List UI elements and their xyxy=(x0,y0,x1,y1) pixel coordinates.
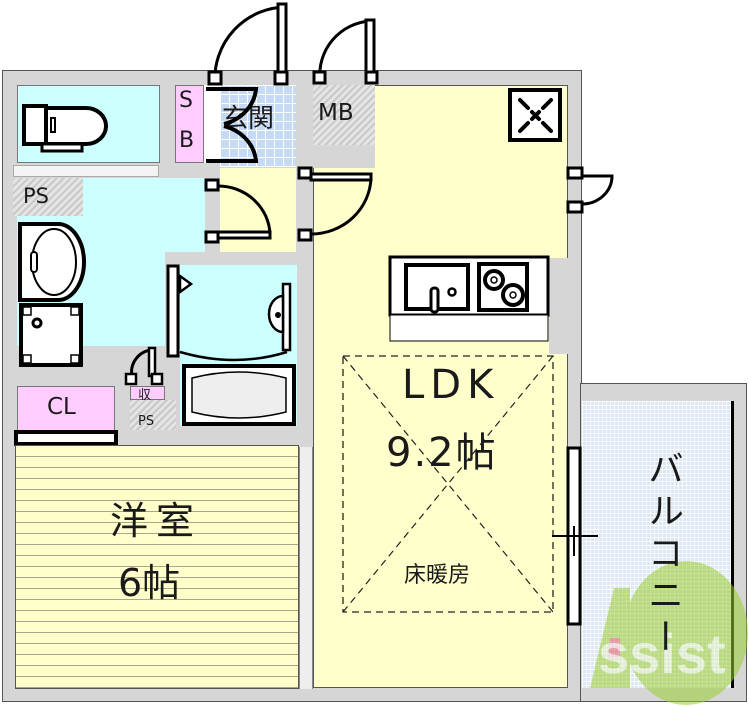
meter-box-label-2: MB xyxy=(318,100,354,126)
western-room-size: 6帖 xyxy=(118,561,181,605)
western-room xyxy=(15,445,299,689)
entrance xyxy=(220,85,296,167)
shoe-box xyxy=(175,85,204,163)
svg-text:ssist: ssist xyxy=(598,622,726,685)
storage-small xyxy=(130,386,165,400)
partition-strip xyxy=(13,165,159,177)
shoe-box-door-gap xyxy=(204,85,220,163)
wash-basin-icon xyxy=(18,222,86,302)
ldk-door-icon[interactable] xyxy=(297,166,375,242)
shoe-box-door-icon xyxy=(204,86,260,164)
western-room-name: 洋室 xyxy=(110,499,203,543)
closet-label: CL xyxy=(47,394,76,420)
shoe-box-label-b: B xyxy=(179,128,195,153)
storage-small-label: 収 xyxy=(138,388,152,403)
pipe-space-bottom xyxy=(130,400,176,430)
watermark-logo: ssist xyxy=(568,548,749,706)
toilet-icon xyxy=(22,104,112,153)
floor-heating-area xyxy=(342,355,554,613)
closet xyxy=(17,386,115,431)
kitchen-counter xyxy=(388,255,550,342)
hall-door-left-icon[interactable] xyxy=(204,178,274,248)
pipe-space-bottom-label: PS xyxy=(138,414,155,429)
bath-door-icon[interactable] xyxy=(165,264,297,362)
ldk-wall-notch xyxy=(313,145,375,168)
ldk-name: LDK xyxy=(402,362,500,408)
washroom-mid xyxy=(83,178,165,346)
balcony-label: バルコニー xyxy=(642,450,683,660)
floor-heating-label: 床暖房 xyxy=(404,563,471,588)
pipe-space-top-label: PS xyxy=(23,184,49,208)
sliding-door[interactable] xyxy=(299,447,313,689)
shoe-box-label-s: S xyxy=(179,88,193,113)
bathtub-icon xyxy=(182,364,296,426)
storage-small-door-icon[interactable] xyxy=(124,346,166,386)
ventilation-fan-icon xyxy=(508,88,563,143)
pipe-space-top xyxy=(13,178,83,216)
washing-machine-icon xyxy=(19,303,83,367)
meter-box-door-icon[interactable] xyxy=(312,18,380,85)
window-right-icon[interactable] xyxy=(566,166,616,214)
ldk-room xyxy=(313,85,568,688)
meter-box-cover xyxy=(313,85,375,145)
front-door-icon[interactable] xyxy=(205,2,291,86)
kitchen-side-wall xyxy=(549,258,568,354)
balcony-sliding-window[interactable] xyxy=(552,446,600,626)
ldk-size: 9.2帖 xyxy=(386,430,498,476)
